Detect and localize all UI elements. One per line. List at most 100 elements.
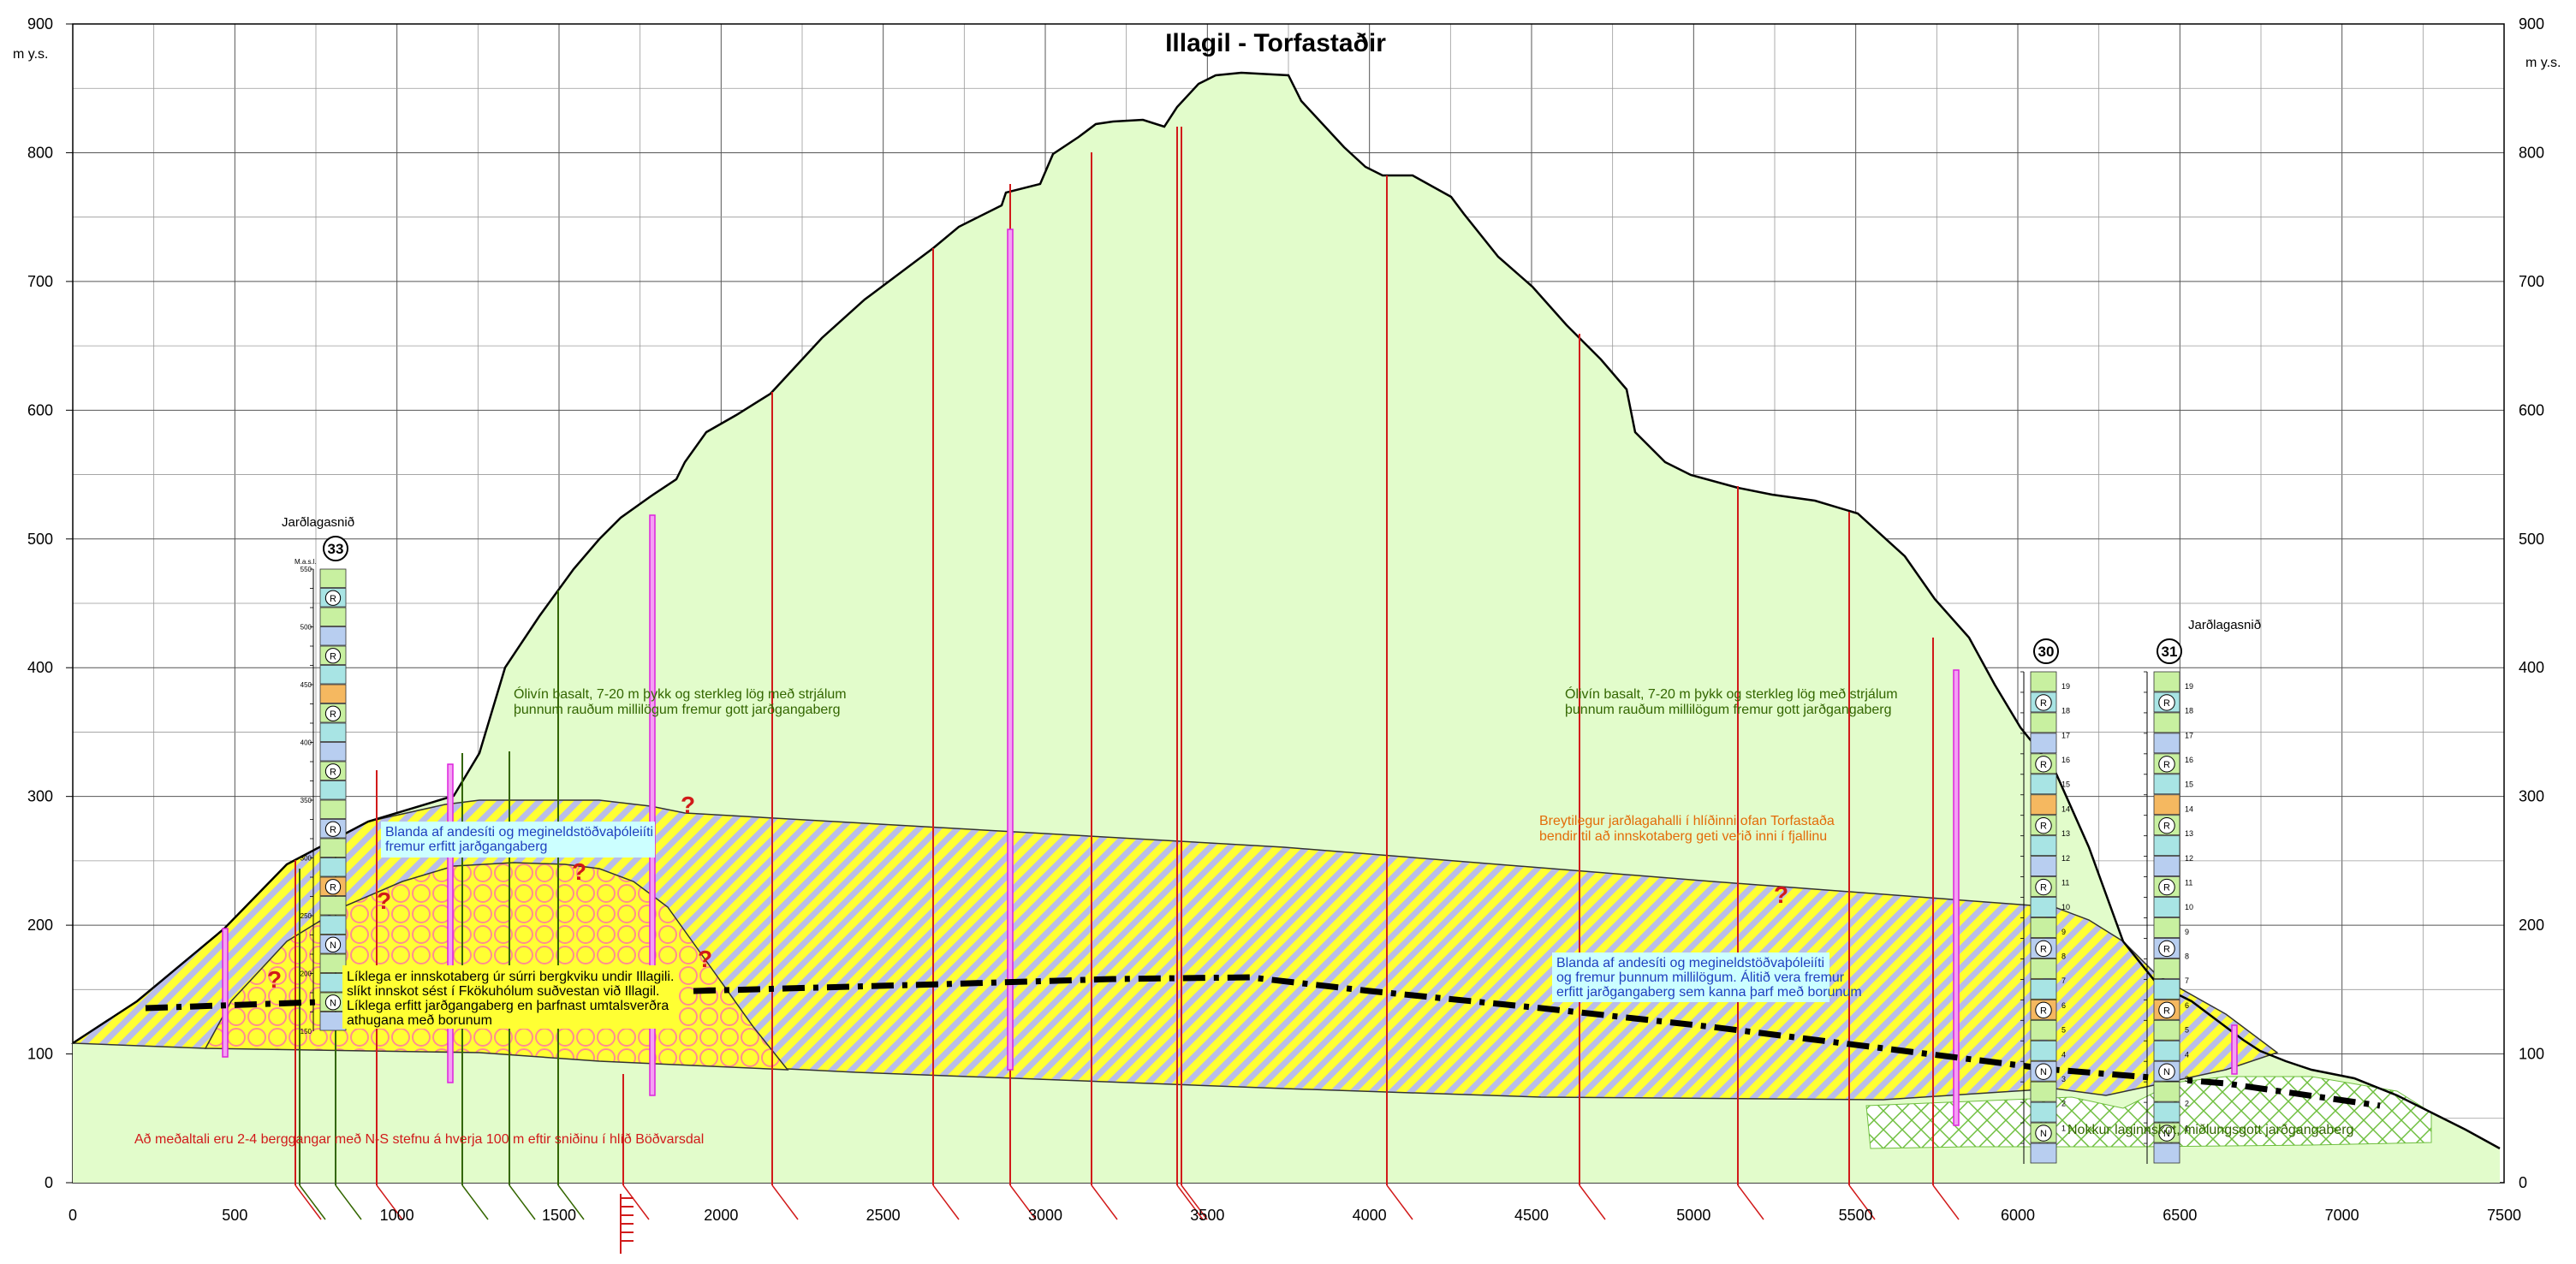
y-tick-label-left: 700 (27, 273, 53, 290)
layer-code: R (2163, 822, 2170, 832)
y-tick-label-left: 400 (27, 659, 53, 676)
basalt-right-label: Ólivín basalt, 7-20 m þykk og sterkleg l… (1565, 685, 1898, 717)
section-layer (2030, 897, 2057, 917)
x-tick-label: 2000 (704, 1207, 738, 1224)
layer-number: 16 (2185, 756, 2193, 764)
layer-code: N (2040, 1129, 2047, 1139)
layer-code-circle (2158, 940, 2175, 958)
x-tick-label: 4500 (1514, 1207, 1549, 1224)
intrusion-line3: Líklega erfitt jarðgangaberg en þarfnast… (347, 999, 669, 1013)
layer-code: R (2163, 760, 2170, 770)
layer-code-circle (324, 936, 342, 952)
layer-code-circle (324, 705, 342, 721)
layer-number: 14 (2185, 804, 2193, 813)
dike-red-tail (1181, 1184, 1208, 1220)
layer-code-circle (2158, 816, 2175, 834)
section-layer (2153, 712, 2180, 733)
variable-dip-label: Breytilegur jarðlagahalli í hlíðinni ofa… (1539, 814, 1835, 844)
layer-number: 14 (2061, 804, 2070, 813)
layer-number: 12 (2185, 854, 2193, 863)
layer-code: R (2040, 822, 2047, 832)
question-mark: ? (1774, 881, 1788, 908)
layer-number: 6 (2185, 1001, 2189, 1010)
y-tick-label-left: 0 (45, 1174, 53, 1191)
section-layer (319, 684, 347, 703)
layer-code-circle (2035, 756, 2052, 773)
andesite-right-line2: og fremur þunnum millilögum. Álitið vera… (1556, 969, 1845, 985)
dike-red-tail (376, 1184, 403, 1220)
question-mark: ? (377, 887, 391, 914)
section-layer (2030, 917, 2057, 938)
title-group: Illagil - Torfastaðir (1165, 29, 1386, 57)
section-layer (2030, 1019, 2057, 1041)
section-scale-unit: M.a.s.l. (294, 558, 317, 566)
section-layer (2030, 733, 2057, 754)
section-title: Jarðlagasnið (2188, 618, 2261, 632)
layer-number: 12 (2061, 854, 2070, 863)
section-layer (2153, 978, 2180, 1000)
section-layer (2030, 835, 2057, 857)
x-tick-label: 6000 (2001, 1207, 2035, 1224)
x-tick-label: 5000 (1676, 1207, 1710, 1224)
minor-intrusions-label: Nokkur laginnskot, miðlungsgott jarðgang… (2067, 1123, 2353, 1137)
dike-red-tail (771, 1184, 799, 1220)
portal-ticks (620, 1194, 634, 1254)
y-unit-right: m y.s. (2525, 56, 2561, 70)
layer-number: 15 (2185, 780, 2193, 789)
layer-code-circle (2158, 1001, 2175, 1019)
section-layer (2153, 856, 2180, 876)
section-layer (319, 858, 347, 877)
layer-code: R (2163, 1006, 2170, 1016)
dike-magenta (447, 763, 454, 1083)
layer-code-circle (324, 821, 342, 837)
question-mark: ? (572, 858, 586, 885)
layer-code-circle (2035, 878, 2052, 896)
section-number-circle (323, 536, 348, 561)
layer-code: R (2040, 760, 2047, 770)
section-layer (319, 780, 347, 800)
dike-red-tail (1737, 1184, 1764, 1220)
dike-red-tail (1932, 1184, 1960, 1220)
dike-red-tail (1091, 1184, 1118, 1220)
section-layer (2030, 1040, 2057, 1061)
y-tick-label-left: 800 (27, 144, 53, 161)
question-marks: ? ? ? ? ? ? (267, 792, 1788, 993)
basalt-right-line1: Ólivín basalt, 7-20 m þykk og sterkleg l… (1565, 685, 1898, 702)
y-tick-label-left: 100 (27, 1046, 53, 1063)
layer-number: 17 (2185, 731, 2193, 739)
layer-code: N (2040, 1067, 2047, 1077)
section-layer (2030, 978, 2057, 1000)
layer-code: R (2163, 944, 2170, 954)
dike-magenta (2231, 1024, 2238, 1075)
basalt-left-line1: Ólivín basalt, 7-20 m þykk og sterkleg l… (514, 685, 847, 702)
section-layer (2030, 1081, 2057, 1102)
section-scale-label: 550 (300, 566, 312, 573)
layer-code-circle (2035, 816, 2052, 834)
section-layer (319, 568, 347, 588)
section-layer (319, 607, 347, 626)
section-scale-label: 300 (300, 855, 312, 863)
x-tick-label: 4000 (1353, 1207, 1387, 1224)
y-tick-label-left: 900 (27, 15, 53, 33)
layer-code: R (330, 594, 336, 604)
section-layer (319, 722, 347, 742)
andesite-right-bg (1552, 952, 1829, 1002)
surface-line (72, 71, 2501, 1150)
layer-number: 8 (2185, 952, 2189, 961)
section-layer (2030, 856, 2057, 876)
section-number: 33 (328, 541, 344, 557)
layer-code-circle (2158, 694, 2175, 711)
layer-code-circle (324, 590, 342, 606)
section-scale-label: 400 (300, 739, 312, 747)
y-tick-label-right: 400 (2519, 659, 2544, 676)
y-tick-label-right: 500 (2519, 531, 2544, 548)
layer-number: 19 (2185, 682, 2193, 691)
y-tick-label-left: 300 (27, 788, 53, 805)
layer-number: 7 (2185, 976, 2189, 985)
layer-code: R (330, 767, 336, 777)
section-layer (319, 626, 347, 646)
x-tick-label: 5500 (1839, 1207, 1873, 1224)
